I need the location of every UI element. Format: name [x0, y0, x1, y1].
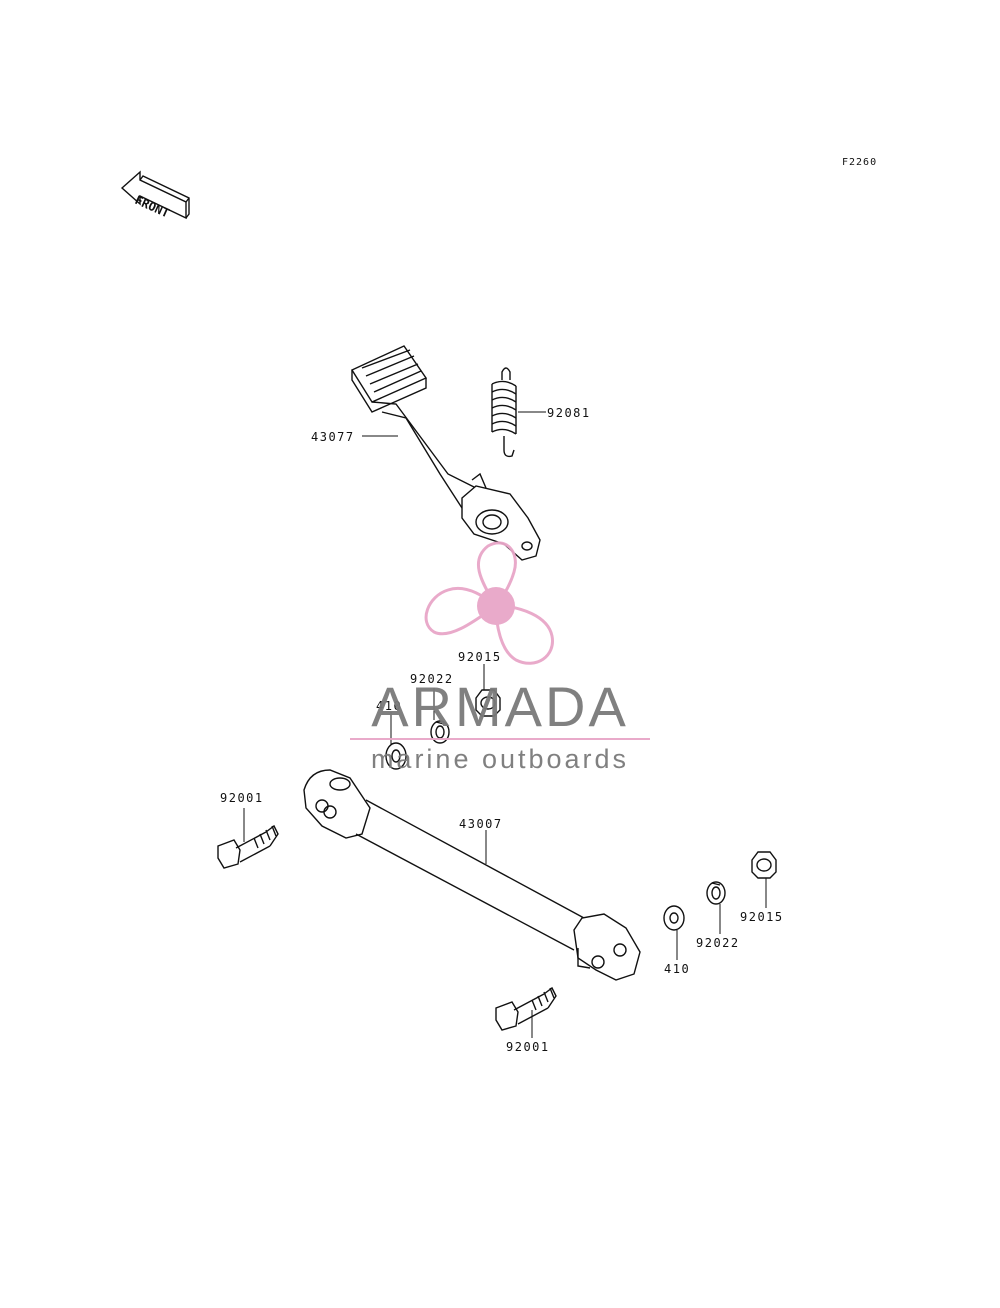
bolt-left-part — [217, 824, 279, 869]
nut-right-part — [751, 851, 777, 879]
part-label-rod: 43007 — [459, 817, 503, 831]
part-label-bolt-bottom: 92001 — [506, 1040, 550, 1054]
part-label-nut-right: 92015 — [740, 910, 784, 924]
part-label-lock-washer-upper: 92022 — [410, 672, 454, 686]
part-label-lock-washer-right: 92022 — [696, 936, 740, 950]
brake-pedal-part — [350, 345, 541, 561]
part-label-bolt-left: 92001 — [220, 791, 264, 805]
watermark-title: ARMADA — [371, 675, 629, 738]
part-label-nut-upper: 92015 — [458, 650, 502, 664]
armada-logo: ARMADA marine outboards — [350, 541, 650, 774]
figure-code: F2260 — [842, 157, 877, 168]
part-label-spring: 92081 — [547, 406, 591, 420]
bolt-bottom-part — [495, 986, 557, 1031]
lock-washer-right-part — [706, 881, 726, 905]
part-label-pedal: 43077 — [311, 430, 355, 444]
propeller-icon — [424, 541, 554, 665]
washer-upper-part — [385, 742, 407, 770]
part-label-washer-right: 410 — [664, 962, 690, 976]
front-arrow-icon: FRONT — [120, 170, 190, 220]
brake-rod-part — [303, 769, 641, 981]
spring-part — [491, 367, 517, 458]
watermark-subtitle: marine outboards — [371, 744, 629, 774]
part-label-washer-upper: 410 — [376, 699, 402, 713]
nut-upper-part — [475, 689, 501, 717]
lock-washer-upper-part — [430, 720, 450, 744]
washer-right-part — [663, 905, 685, 931]
